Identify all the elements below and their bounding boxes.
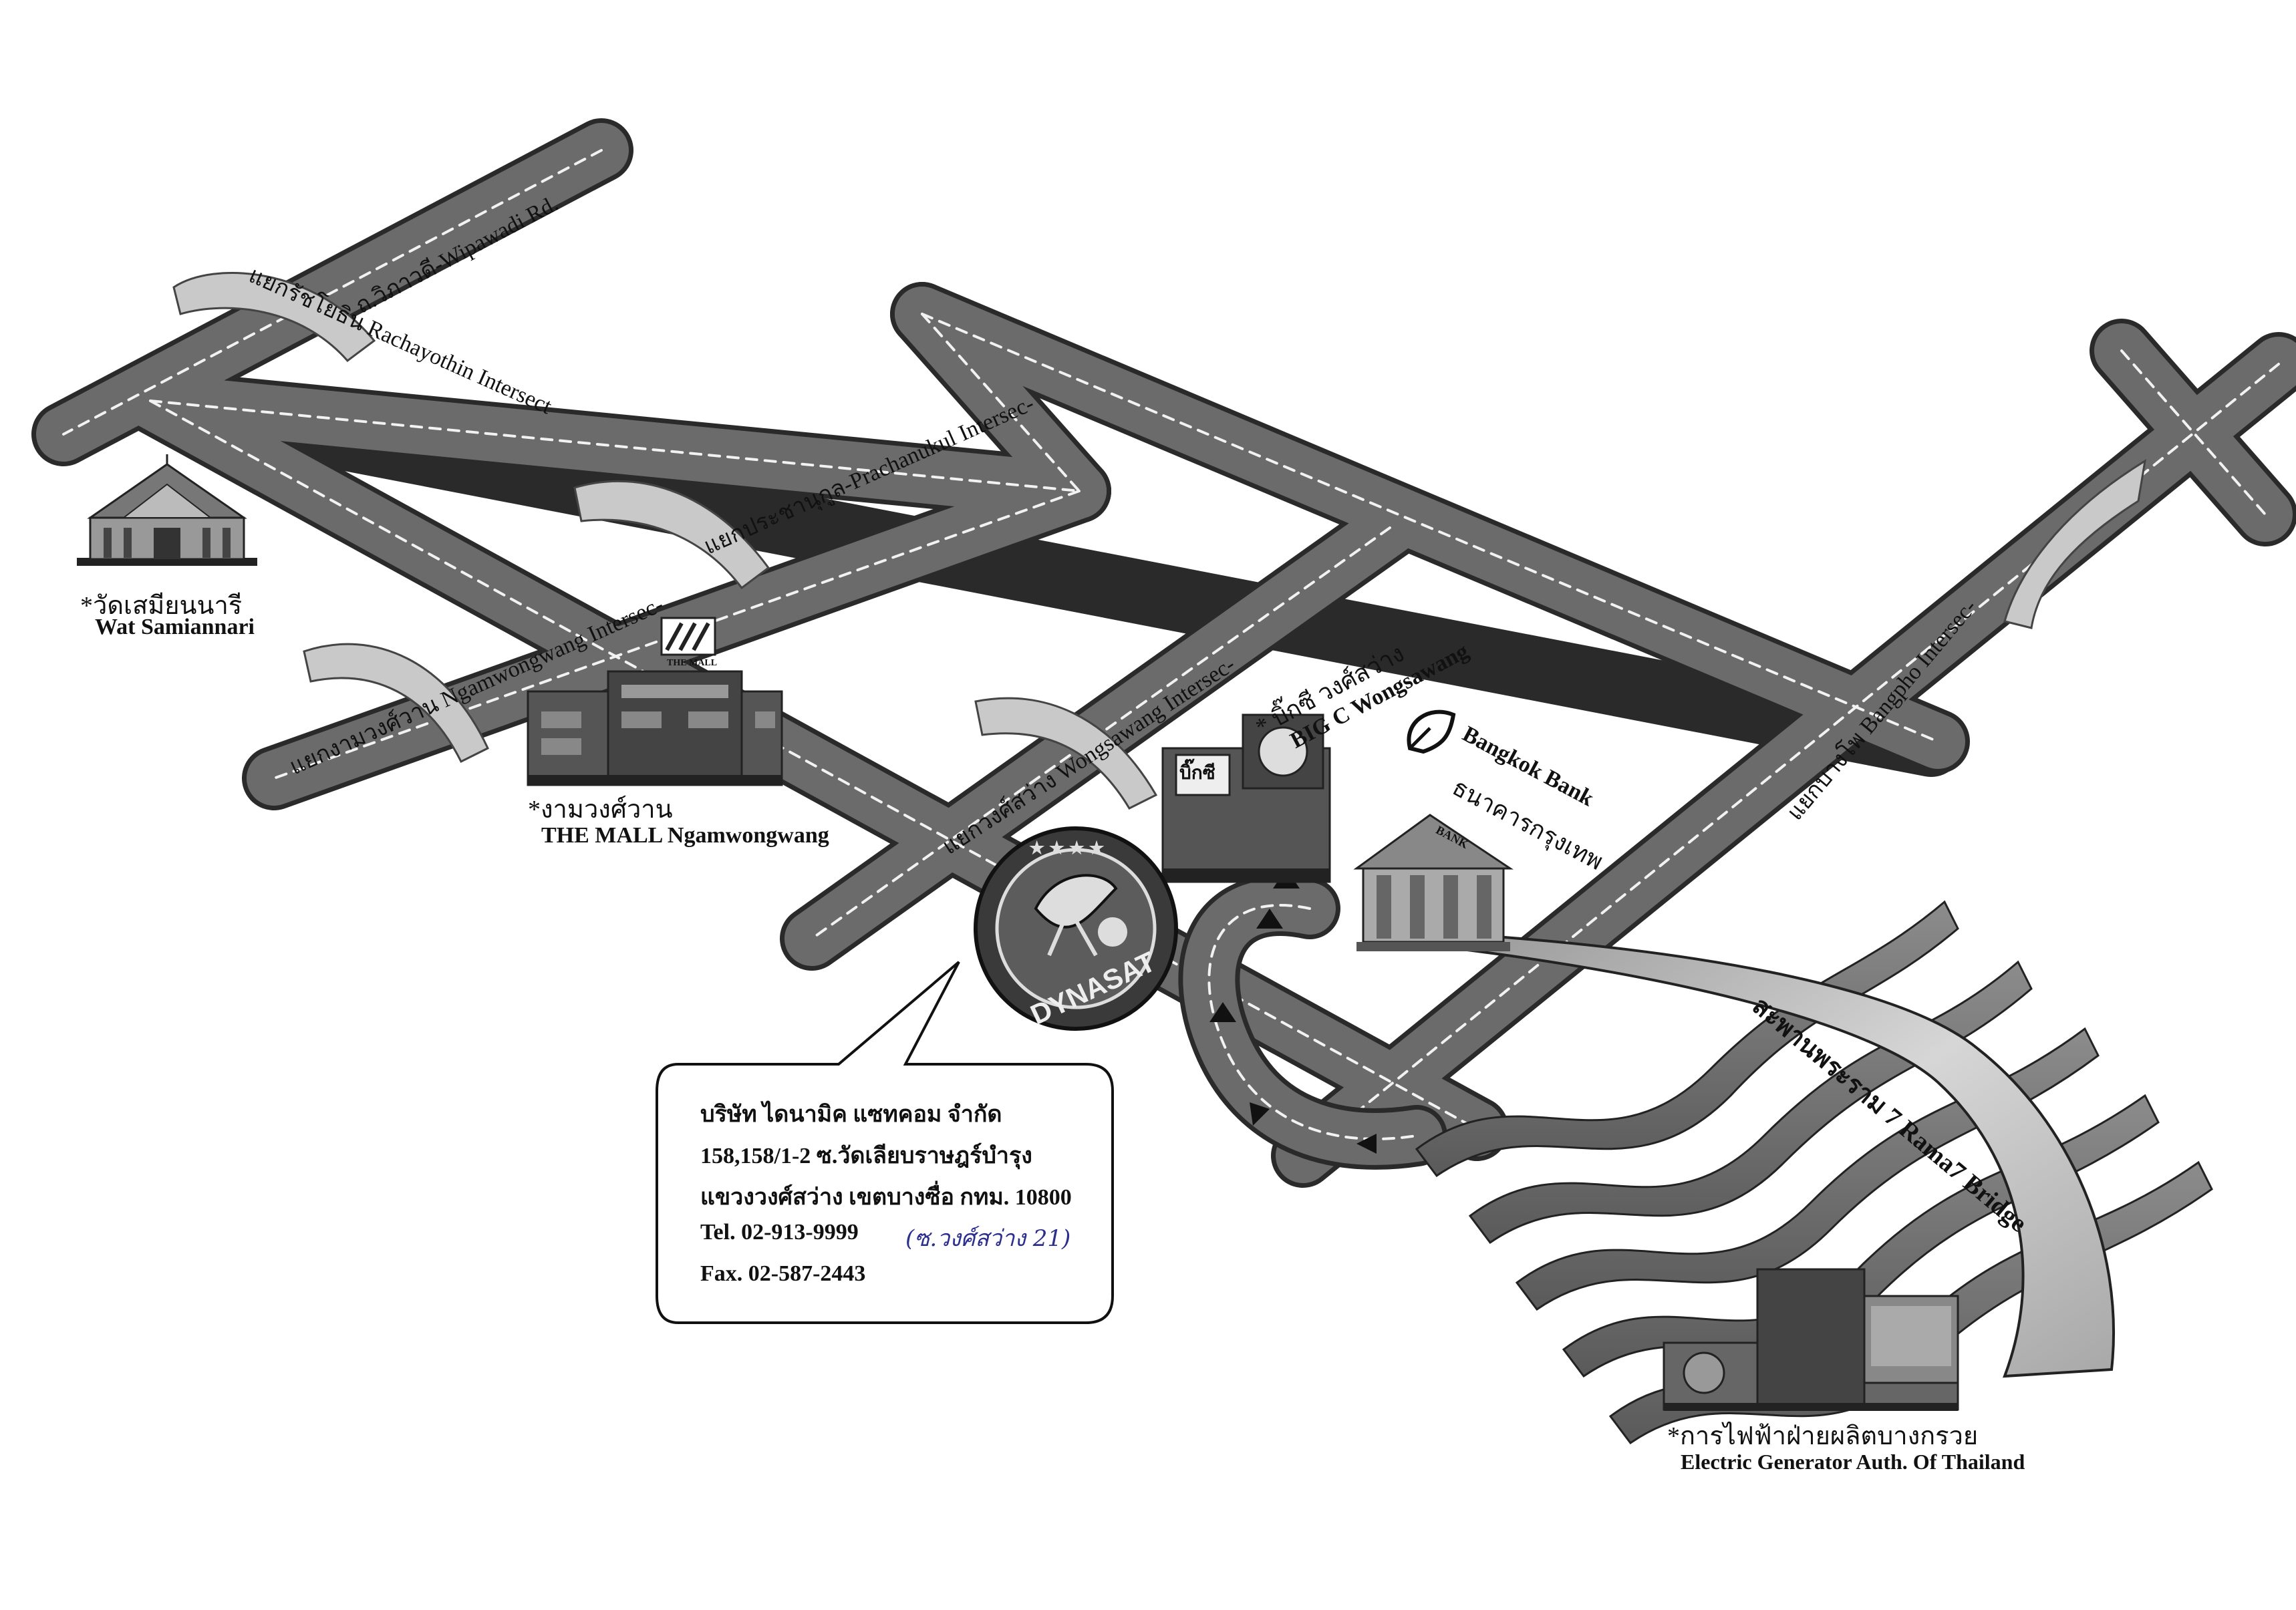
bank-building: [1353, 814, 1514, 951]
egat-label-en: Electric Generator Auth. Of Thailand: [1681, 1450, 2025, 1474]
dynasat-logo: [974, 826, 1178, 1031]
mall-label-en: THE MALL Ngamwongwang: [541, 823, 829, 848]
river-waves: [1415, 900, 2213, 1445]
arrow-icon: [1250, 1102, 1270, 1126]
bigc-sign: บิ๊กซี: [1179, 763, 1215, 784]
callout-company: บริษัท ไดนามิค แซทคอม จำกัด: [700, 1102, 1002, 1127]
rama7-bridge: [1453, 933, 2115, 1378]
wat-samiannari-building: [77, 454, 257, 566]
arrow-icon: [1356, 1134, 1377, 1154]
callout-handwritten-soi: (ซ.วงศ์สว่าง 21): [905, 1225, 1071, 1252]
dynasat-stars: ★ ★ ★ ★: [1029, 838, 1105, 858]
arrow-icon: [1256, 909, 1283, 929]
bangkok-bank-logo: [1407, 709, 1456, 754]
mall-label-th: *งามวงศ์วาน: [528, 796, 673, 824]
u-turn-loop: [1178, 874, 1447, 1170]
wat-label-en: Wat Samiannari: [95, 615, 255, 639]
callout-box: [656, 961, 1114, 1324]
egat-building: [1663, 1268, 1959, 1411]
overpass-ramps: [172, 272, 2147, 810]
mall-sign: THE MALL: [667, 658, 718, 668]
callout-address1: 158,158/1-2 ซ.วัดเลียบราษฎร์บำรุง: [700, 1144, 1032, 1168]
callout-fax: Fax. 02-587-2443: [700, 1261, 866, 1286]
arrow-icon: [1209, 1002, 1236, 1022]
callout-tel: Tel. 02-913-9999: [700, 1220, 859, 1245]
bigc-building: [1161, 713, 1331, 883]
egat-label-th: *การไฟฟ้าฝ่ายผลิตบางกรวย: [1667, 1422, 1979, 1450]
the-mall-logo: [660, 617, 716, 656]
wat-label-th: *วัดเสมียนนารี: [80, 592, 243, 620]
callout-address2: แขวงวงศ์สว่าง เขตบางซื่อ กทม. 10800: [700, 1185, 1072, 1210]
the-mall-building: [527, 617, 783, 786]
